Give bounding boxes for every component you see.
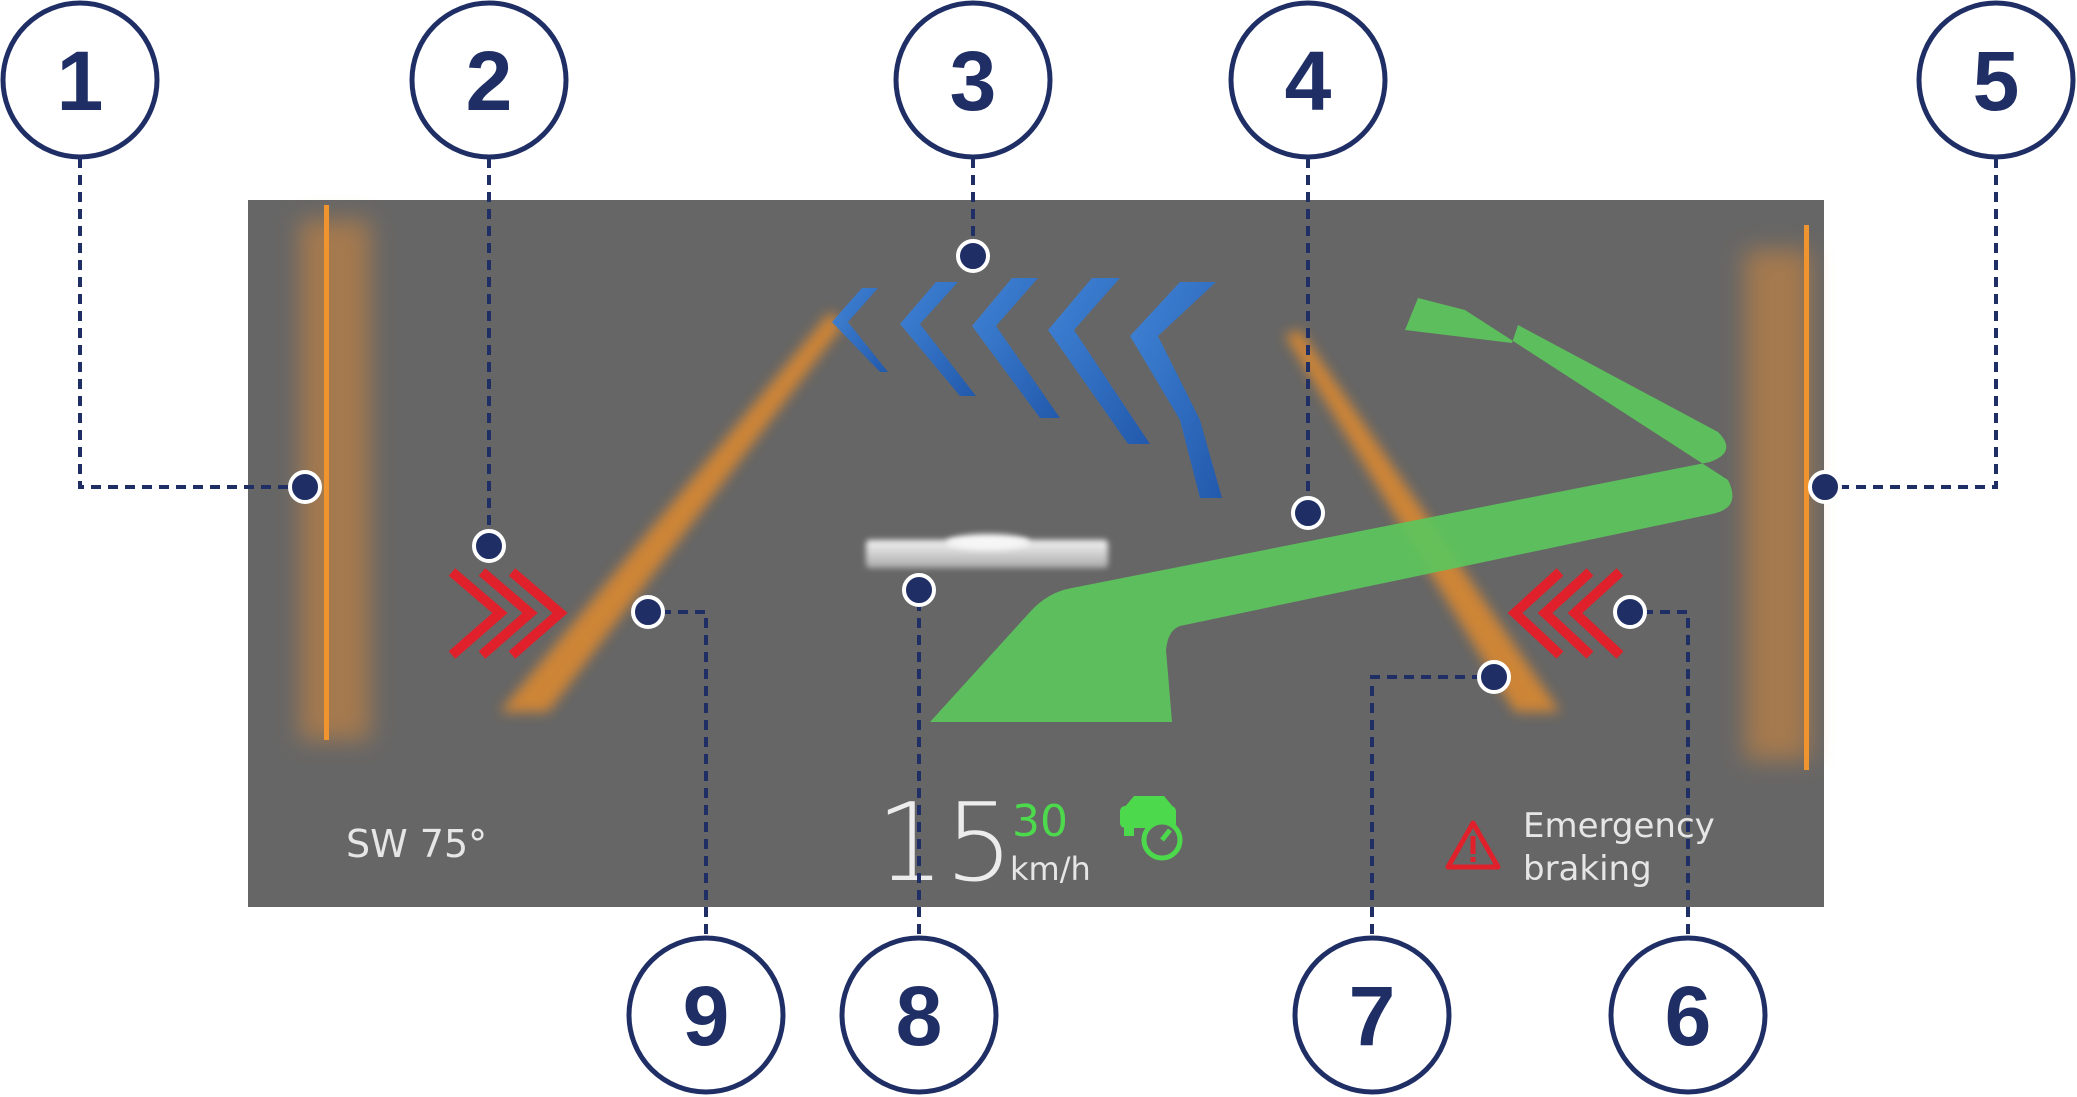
callout-dot-2 xyxy=(472,529,506,563)
current-speed: 15 xyxy=(876,781,1013,906)
callout-dot-8 xyxy=(902,573,936,607)
speed-limit: 30 xyxy=(1012,796,1068,847)
callout-badge-7: 7 xyxy=(1292,935,1452,1095)
svg-text:5: 5 xyxy=(1973,34,2020,128)
callout-dot-6 xyxy=(1613,595,1647,629)
svg-text:2: 2 xyxy=(466,34,513,128)
warning-triangle-icon xyxy=(1445,820,1501,870)
callout-badge-2: 2 xyxy=(409,0,569,160)
vehicle-ahead xyxy=(866,534,1108,568)
warning-line-1: Emergency xyxy=(1523,806,1715,846)
callout-dot-4 xyxy=(1291,496,1325,530)
callout-badge-5: 5 xyxy=(1916,0,2076,160)
callout-badge-6: 6 xyxy=(1608,935,1768,1095)
callout-dot-5 xyxy=(1808,470,1842,504)
callout-badge-9: 9 xyxy=(626,935,786,1095)
svg-text:8: 8 xyxy=(896,969,943,1063)
callout-badge-3: 3 xyxy=(893,0,1053,160)
callout-dot-1 xyxy=(288,470,322,504)
left-lane-line xyxy=(500,312,844,712)
navigation-arrow xyxy=(930,298,1733,722)
callout-dot-7 xyxy=(1477,660,1511,694)
callout-dot-3 xyxy=(956,239,990,273)
svg-text:1: 1 xyxy=(57,34,104,128)
car-speedometer-icon xyxy=(1120,796,1183,861)
warning-line-2: braking xyxy=(1523,849,1652,889)
blue-chevrons xyxy=(832,278,1222,498)
svg-text:3: 3 xyxy=(950,34,997,128)
svg-text:7: 7 xyxy=(1349,969,1396,1063)
svg-text:9: 9 xyxy=(683,969,730,1063)
svg-text:4: 4 xyxy=(1285,34,1332,128)
heading-readout: SW 75° xyxy=(346,822,487,866)
speed-unit: km/h xyxy=(1010,850,1091,888)
callout-badge-1: 1 xyxy=(0,0,160,160)
right-red-chevrons xyxy=(1507,568,1624,659)
callout-dots xyxy=(288,239,1842,694)
right-lane-boundary xyxy=(1745,225,1810,770)
callout-badge-4: 4 xyxy=(1228,0,1388,160)
svg-text:6: 6 xyxy=(1665,969,1712,1063)
callout-leaders xyxy=(78,158,1998,934)
callout-badge-8: 8 xyxy=(839,935,999,1095)
left-red-chevrons xyxy=(448,568,568,659)
callout-dot-9 xyxy=(631,595,665,629)
